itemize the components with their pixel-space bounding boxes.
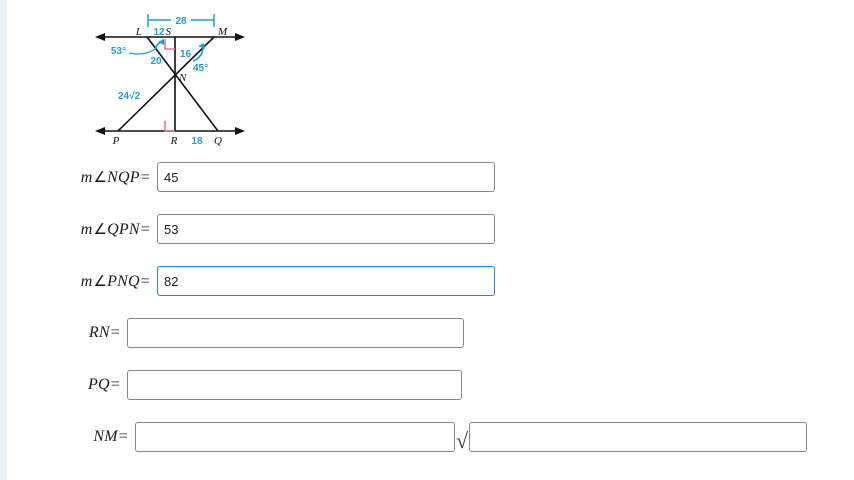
right-angle-mark-R — [164, 121, 175, 132]
answer-row-rn: RN= — [83, 318, 464, 348]
answer-label-pq: PQ= — [83, 376, 127, 394]
measure-angle-L: 53° — [111, 46, 126, 57]
answer-input-pnq[interactable] — [157, 266, 495, 296]
label-equals: = — [110, 324, 120, 341]
answer-input-nm-radicand[interactable] — [469, 422, 808, 452]
angle-arc-53 — [128, 39, 164, 55]
vertex-label-M: M — [217, 26, 228, 38]
vertex-label-P: P — [112, 135, 120, 147]
answer-input-nqp[interactable] — [157, 162, 495, 192]
measure-SN: 16 — [180, 49, 192, 60]
label-equals: = — [118, 428, 128, 445]
geometry-figure: 28 L S M N P R Q — [85, 8, 255, 148]
label-equals: = — [110, 376, 120, 393]
measure-LN: 20 — [150, 56, 162, 67]
label-prefix-m: m — [80, 272, 93, 290]
label-points-pnq: PNQ — [107, 272, 140, 290]
angle-icon: ∠ — [93, 169, 108, 186]
label-points-nqp: NQP — [107, 168, 140, 186]
answer-row-pq: PQ= — [83, 370, 462, 400]
answer-input-rn[interactable] — [127, 318, 464, 348]
label-points-rn: RN — [88, 324, 110, 341]
measure-angle-M: 45° — [193, 63, 208, 74]
vertex-label-N: N — [178, 72, 187, 84]
label-equals: = — [140, 272, 150, 290]
answer-row-nqp: m∠NQP= — [79, 162, 495, 192]
measure-top-span: 28 — [175, 16, 187, 27]
right-angle-mark-S — [164, 39, 175, 50]
answer-row-nm: NM= √ — [79, 422, 808, 453]
top-line-LM — [95, 33, 245, 41]
label-points-pq: PQ — [88, 376, 110, 393]
geometry-figure-svg: 28 L S M N P R Q — [95, 14, 245, 147]
answer-input-nm-coefficient[interactable] — [135, 422, 455, 452]
answer-input-pq[interactable] — [127, 370, 462, 400]
vertex-label-Q: Q — [214, 135, 222, 147]
answer-label-nm: NM= — [79, 428, 135, 446]
answer-label-rn: RN= — [83, 324, 127, 342]
angle-icon: ∠ — [93, 221, 108, 238]
measure-LS: 12 — [153, 27, 165, 38]
label-equals: = — [140, 220, 150, 238]
radical-icon: √ — [456, 428, 469, 453]
angle-arc-45 — [192, 43, 205, 62]
answer-row-pnq: m∠PNQ= — [79, 266, 495, 296]
label-points-qpn: QPN — [107, 220, 140, 238]
answer-row-qpn: m∠QPN= — [79, 214, 495, 244]
measure-RQ: 18 — [191, 136, 203, 147]
answer-label-pnq: m∠PNQ= — [79, 272, 157, 291]
answer-label-qpn: m∠QPN= — [79, 220, 157, 239]
segment-LQ — [146, 36, 219, 132]
dimension-bar-28: 28 — [147, 14, 215, 27]
label-prefix-m: m — [80, 168, 93, 186]
angle-icon: ∠ — [93, 273, 108, 290]
segment-MP — [117, 36, 215, 132]
answer-input-qpn[interactable] — [157, 214, 495, 244]
measure-PN: 24√2 — [118, 91, 141, 102]
vertex-label-S: S — [166, 26, 172, 38]
label-points-nm: NM — [93, 428, 118, 445]
vertex-label-R: R — [170, 135, 178, 147]
label-prefix-m: m — [80, 220, 93, 238]
left-edge-rail — [0, 0, 7, 480]
vertex-label-L: L — [135, 26, 142, 38]
worksheet-page: 28 L S M N P R Q — [7, 0, 854, 480]
answer-label-nqp: m∠NQP= — [79, 168, 157, 187]
label-equals: = — [140, 168, 150, 186]
